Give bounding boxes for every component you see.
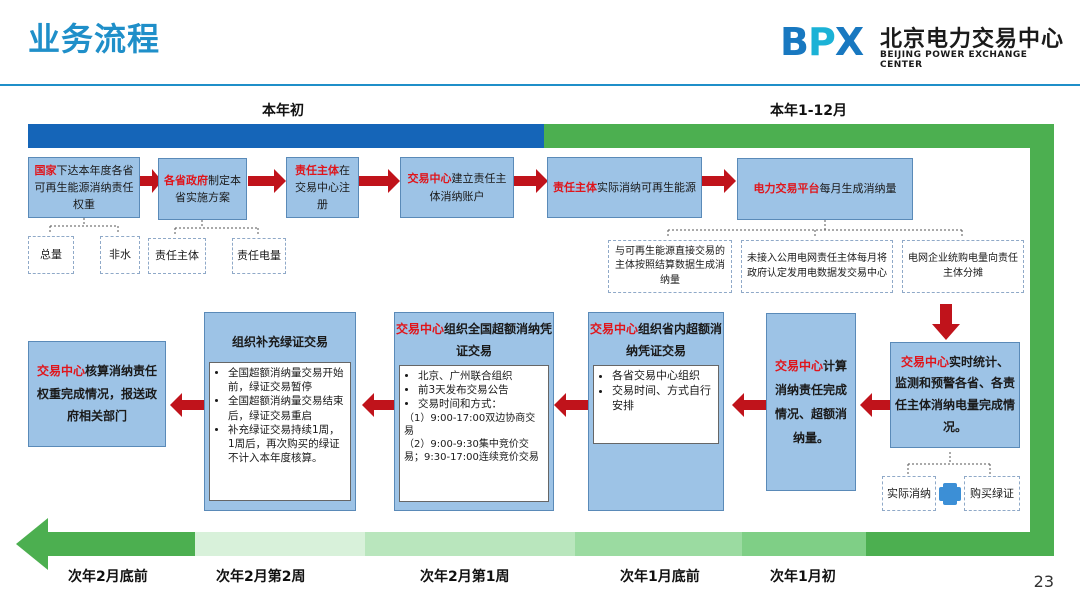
timeline-label-feb-week1: 次年2月第1周 <box>420 569 510 585</box>
step-national-weight: 国家下达本年度各省可再生能源消纳责任权重 <box>28 157 140 218</box>
national-trade-details: 北京、广州联合组织 前3天发布交易公告 交易时间和方式： （1）9:00-17:… <box>399 365 549 502</box>
green-right-bar <box>1030 124 1054 556</box>
step-supplementary-gec: 组织补充绿证交易 全国超额消纳量交易开始前，绿证交易暂停 全国超额消纳量交易结束… <box>204 312 356 511</box>
page-number: 23 <box>1033 572 1054 591</box>
phase-year-label: 本年1-12月 <box>770 103 848 119</box>
green-bottom-seg2 <box>365 532 575 556</box>
step-create-account: 交易中心建立责任主体消纳账户 <box>400 157 514 218</box>
note-direct-trade: 与可再生能源直接交易的主体按照结算数据生成消纳量 <box>608 240 732 293</box>
step-province-plan: 各省政府制定本省实施方案 <box>158 158 247 220</box>
provincial-trade-title: 交易中心组织省内超额消纳凭证交易 <box>589 322 723 358</box>
step-report-government: 交易中心核算消纳责任权重完成情况，报送政府相关部门 <box>28 341 166 447</box>
step-provincial-excess-trade: 交易中心组织省内超额消纳凭证交易 各省交易中心组织 交易时间、方式自行安排 <box>588 312 724 511</box>
step-monthly-volume: 电力交易平台每月生成消纳量 <box>737 158 913 220</box>
timeline-label-jan-end: 次年1月底前 <box>620 569 700 585</box>
bottom-arrows <box>170 393 890 417</box>
green-bottom-seg4 <box>742 532 866 556</box>
green-top-bar <box>544 124 1054 148</box>
step-realtime-monitor: 交易中心实时统计、监测和预警各省、各责任主体消纳电量完成情况。 <box>890 342 1020 448</box>
down-arrow <box>932 304 960 340</box>
logo-chinese: 北京电力交易中心 <box>880 27 1065 52</box>
sub-buy-gec: 购买绿证 <box>964 476 1020 511</box>
national-trade-title: 交易中心组织全国超额消纳凭证交易 <box>395 322 553 358</box>
sub-total: 总量 <box>28 236 74 274</box>
timeline-label-jan-start: 次年1月初 <box>770 569 836 585</box>
timeline-label-feb-week2: 次年2月第2周 <box>216 569 306 585</box>
plus-icon <box>939 483 961 505</box>
step-calc-completion: 交易中心计算消纳责任完成情况、超额消纳量。 <box>766 313 856 491</box>
sub-entity: 责任主体 <box>148 238 206 274</box>
step-national-excess-trade: 交易中心组织全国超额消纳凭证交易 北京、广州联合组织 前3天发布交易公告 交易时… <box>394 312 554 511</box>
page-title: 业务流程 <box>28 20 161 58</box>
header-divider <box>0 84 1080 86</box>
logo-mark: BPX <box>780 20 864 64</box>
green-bottom-seg1 <box>195 532 365 556</box>
logo-english: BEIJING POWER EXCHANGE CENTER <box>880 50 1028 70</box>
provincial-trade-details: 各省交易中心组织 交易时间、方式自行安排 <box>593 365 719 444</box>
top-arrows <box>140 169 736 193</box>
phase-start-label: 本年初 <box>262 103 304 119</box>
sub-actual-consumption: 实际消纳 <box>882 476 936 511</box>
step-entity-register: 责任主体在交易中心注册 <box>286 157 359 218</box>
sub-nonhydro: 非水 <box>100 236 140 274</box>
timeline-label-feb-end: 次年2月底前 <box>68 569 148 585</box>
blue-start-bar <box>28 124 544 148</box>
green-bottom-left <box>44 532 195 556</box>
logo: BPX 北京电力交易中心 BEIJING POWER EXCHANGE CENT… <box>780 20 1070 70</box>
supp-gec-details: 全国超额消纳量交易开始前，绿证交易暂停 全国超额消纳量交易结束后，绿证交易重启 … <box>209 362 351 501</box>
connectors <box>49 218 991 476</box>
sub-entity-power: 责任电量 <box>232 238 286 274</box>
green-bottom-right <box>866 532 1054 556</box>
note-offgrid: 未接入公用电网责任主体每月将政府认定发用电数据发交易中心 <box>741 240 893 293</box>
green-bottom-seg3 <box>575 532 742 556</box>
note-grid-allocate: 电网企业统购电量向责任主体分摊 <box>902 240 1024 293</box>
green-left-arrowhead <box>16 518 48 570</box>
supp-gec-title: 组织补充绿证交易 <box>231 335 328 349</box>
step-actual-consumption: 责任主体实际消纳可再生能源 <box>547 157 702 218</box>
